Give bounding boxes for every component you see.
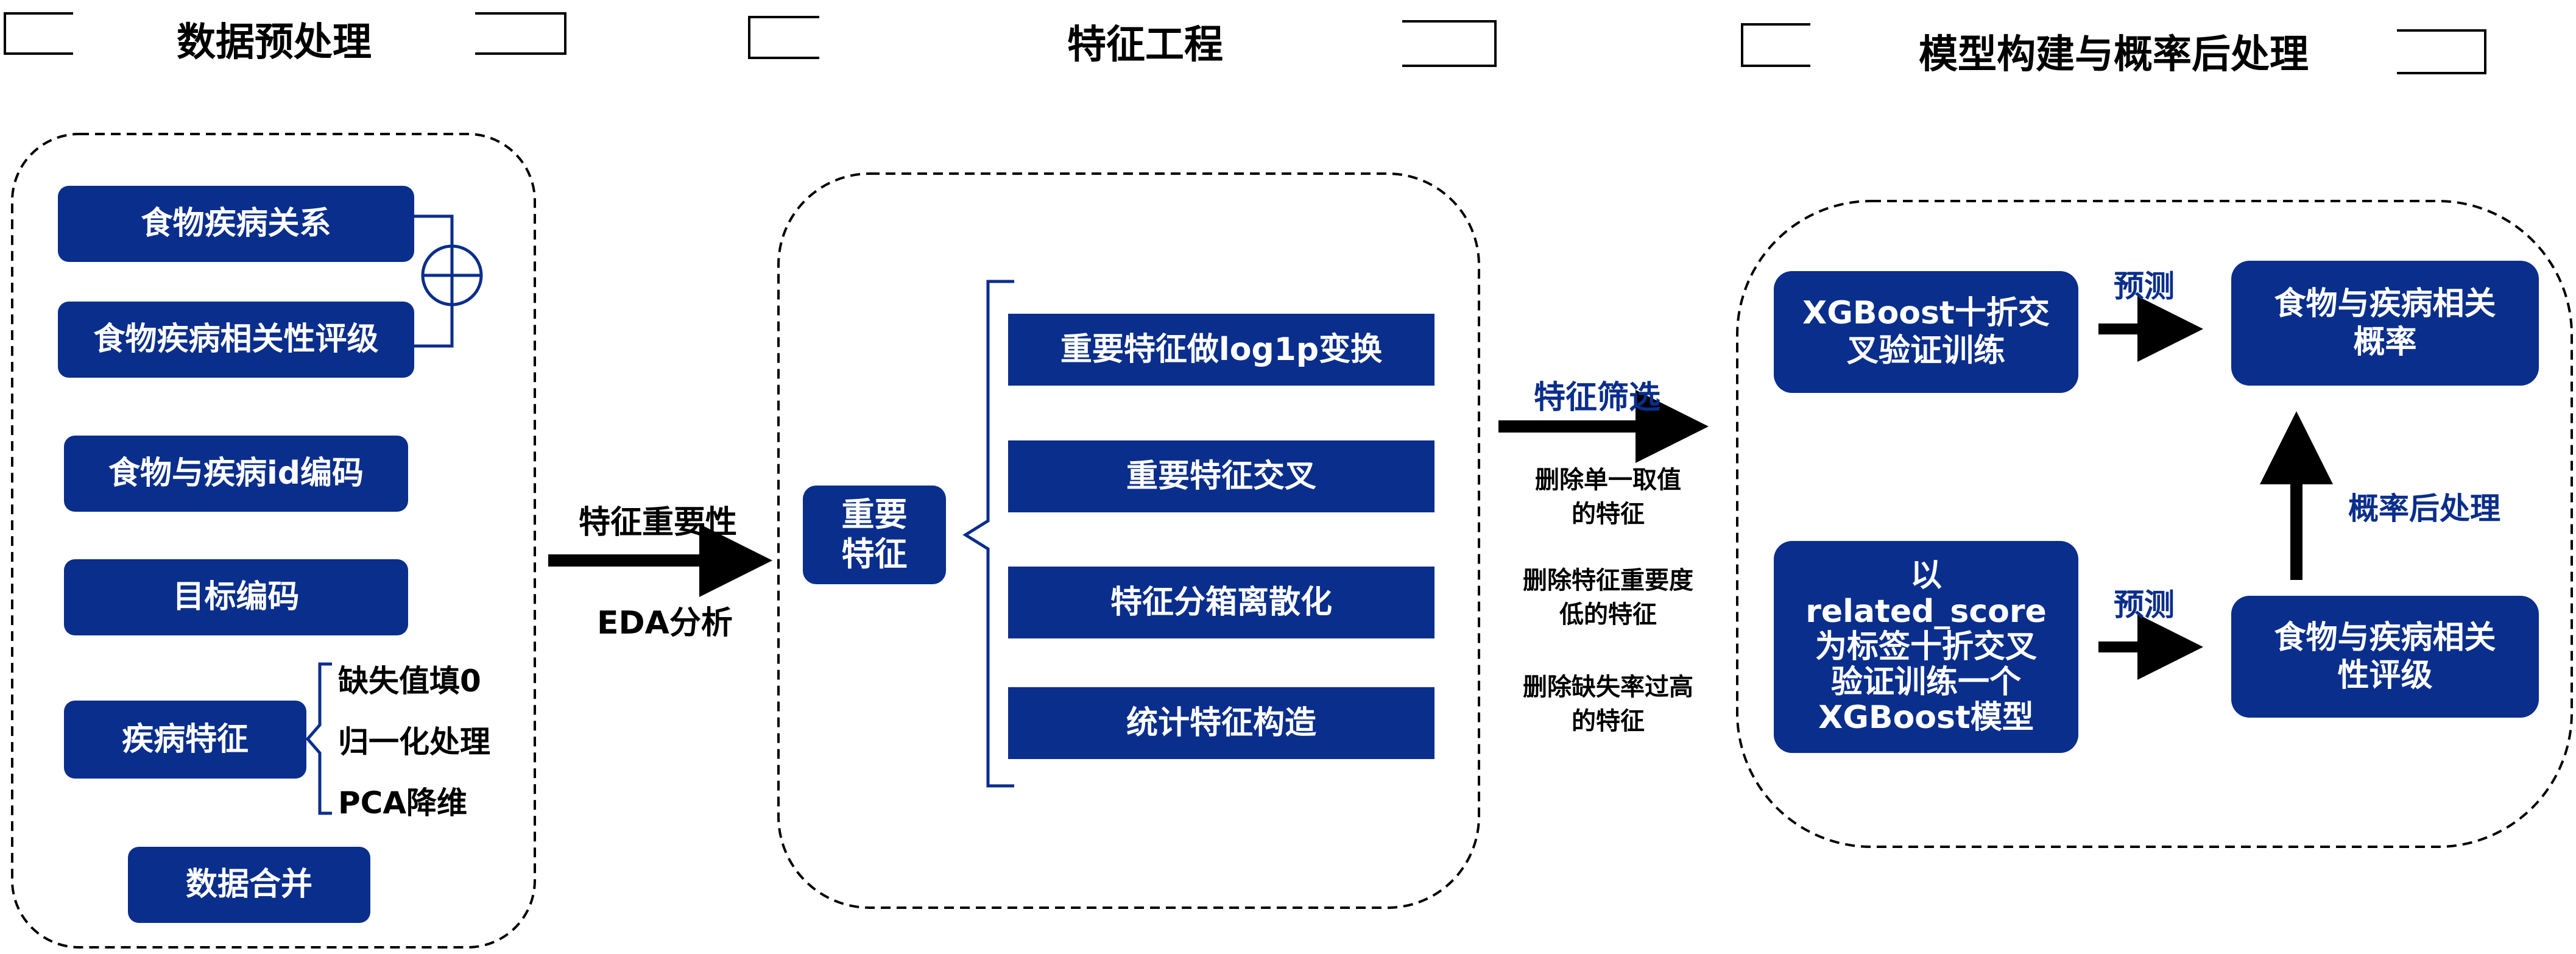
box-disease-features: 疾病特征 [64,701,306,779]
note-low-importance: 删除特征重要度 低的特征 [1523,567,1693,629]
feature-brace [962,280,1014,788]
feature-group-border [777,172,1480,909]
label-normalize: 归一化处理 [338,724,490,760]
box-data-merge: 数据合并 [128,847,370,923]
label-feature-importance: 特征重要性 [579,504,738,541]
box-log1p: 重要特征做log1p变换 [1008,314,1434,386]
section-title-feature: 特征工程 [1067,23,1223,68]
label-predict-top: 预测 [2114,269,2175,304]
section-title-preprocess: 数据预处理 [177,20,372,65]
label-feature-selection: 特征筛选 [1534,380,1661,416]
label-pca: PCA降维 [338,785,468,821]
box-food-disease-rating: 食物疾病相关性评级 [58,302,414,378]
box-target-encoding: 目标编码 [64,559,408,635]
box-stats: 统计特征构造 [1008,687,1434,759]
note-high-missing: 删除缺失率过高 的特征 [1523,673,1693,735]
box-id-encoding: 食物与疾病id编码 [64,436,408,512]
label-post-process: 概率后处理 [2348,491,2500,526]
box-rating-output: 食物与疾病相关 性评级 [2231,596,2539,718]
box-important-features: 重要 特征 [803,486,946,584]
label-eda-analysis: EDA分析 [597,605,733,641]
section-title-model: 模型构建与概率后处理 [1919,32,2309,77]
disease-features-brace [305,662,332,815]
model-group-border [1736,200,2573,848]
box-prob-output: 食物与疾病相关 概率 [2231,261,2539,386]
box-xgb-score: 以 related_score 为标签十折交叉 验证训练一个 XGBoost模型 [1774,541,2078,753]
box-binning: 特征分箱离散化 [1008,567,1434,638]
box-xgb-cv: XGBoost十折交 叉验证训练 [1774,271,2078,393]
box-feature-cross: 重要特征交叉 [1008,440,1434,512]
circle-plus-icon [414,214,483,348]
box-food-disease-relation: 食物疾病关系 [58,186,414,262]
label-missing-fill: 缺失值填0 [338,663,481,699]
label-predict-bottom: 预测 [2114,587,2175,623]
header-bracket-decorations [4,12,2486,74]
preprocess-group-border [11,133,536,949]
note-single-value: 删除单一取值 的特征 [1535,466,1681,528]
